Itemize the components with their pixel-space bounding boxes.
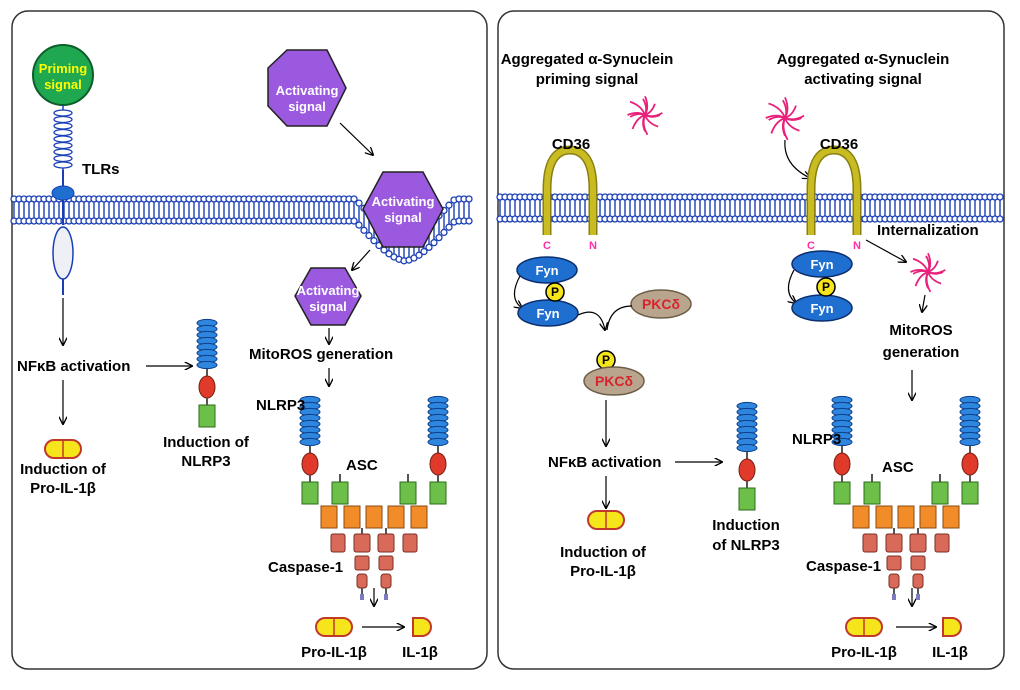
cd36-receptor-left <box>542 145 598 235</box>
arrow-internalized-activating <box>352 249 371 270</box>
left-cell-membrane <box>10 195 473 265</box>
pro-il1b-pill-right <box>845 617 883 637</box>
priming-title-2: priming signal <box>536 71 639 88</box>
cd36-receptor-right <box>806 145 862 235</box>
il1b-label-left: IL-1β <box>402 644 438 661</box>
mitoros-right-1: MitoROS <box>889 322 952 339</box>
caspase1-label-right: Caspase-1 <box>806 558 881 575</box>
alpha-synuclein-aggregate-internalized <box>910 252 946 293</box>
activating-top-label-1: Activating <box>276 83 339 98</box>
fyn-left-phosphorylated: Fyn P <box>517 282 579 327</box>
pro-il1b-pill-induced-left <box>44 439 82 459</box>
pro-il1b-label-right: Pro-IL-1β <box>831 644 897 661</box>
tlr-receptor <box>51 105 75 295</box>
induction-nlrp3-right-2: of NLRP3 <box>712 537 780 554</box>
activating-inside-label-1: Activating <box>297 283 360 298</box>
internalization-label: Internalization <box>877 222 979 239</box>
pro-il1b-pill-induced-right <box>587 510 625 530</box>
priming-signal-label-2: signal <box>44 77 82 92</box>
pkc-delta-phosphorylated: P PKCδ <box>583 350 645 396</box>
activating-signal-hexagon-top: Activating signal <box>267 49 347 127</box>
mitoros-label-left: MitoROS generation <box>249 346 393 363</box>
fyn-right-unphosphorylated: Fyn <box>791 250 853 278</box>
pro-il1b-pill-left <box>315 617 353 637</box>
induction-nlrp3-right-1: Induction <box>712 517 780 534</box>
arrow-internalization <box>865 239 906 262</box>
priming-signal: Priming signal <box>32 44 94 106</box>
nlrp3-label-right: NLRP3 <box>792 431 841 448</box>
phospho-label-2: P <box>602 353 610 367</box>
induction-proil1b-right-2: Pro-IL-1β <box>570 563 636 580</box>
inflammasome-left <box>299 395 449 600</box>
induction-proil1b-right-1: Induction of <box>560 544 647 561</box>
activating-inside-label-2: signal <box>309 299 347 314</box>
induction-proil1b-left-1: Induction of <box>20 461 107 478</box>
priming-signal-label-1: Priming <box>39 61 87 76</box>
caspase1-label-left: Caspase-1 <box>268 559 343 576</box>
arrow-fyn-phosphorylation-left <box>514 275 522 308</box>
il1b-label-right: IL-1β <box>932 644 968 661</box>
asc-label-left: ASC <box>346 457 378 474</box>
asc-label-right: ASC <box>882 459 914 476</box>
nlrp3-induced-right <box>736 401 758 511</box>
activating-membrane-label-2: signal <box>384 210 422 225</box>
cd36-label-right: CD36 <box>820 136 858 153</box>
c-terminus-left: C <box>543 240 551 252</box>
alpha-synuclein-aggregate-priming <box>627 95 663 136</box>
n-terminus-right: N <box>853 240 861 252</box>
fyn-label-4: Fyn <box>810 301 833 316</box>
cd36-label-left: CD36 <box>552 136 590 153</box>
alpha-synuclein-aggregate-activating <box>765 97 805 141</box>
activating-membrane-label-1: Activating <box>372 194 435 209</box>
pro-il1b-label-left: Pro-IL-1β <box>301 644 367 661</box>
tlrs-label: TLRs <box>82 161 120 178</box>
activating-title-2: activating signal <box>804 71 922 88</box>
arrow-fyn-phosphorylation-right <box>788 269 796 303</box>
right-cell-membrane <box>496 193 1004 223</box>
activating-signal-hexagon-inside: Activating signal <box>294 267 362 326</box>
mitoros-right-2: generation <box>883 344 960 361</box>
nfkb-label-right: NFκB activation <box>548 454 661 471</box>
pkc-delta-unphosphorylated: PKCδ <box>630 289 692 319</box>
induction-nlrp3-left-1: Induction of <box>163 434 250 451</box>
nfkb-label-left: NFκB activation <box>17 358 130 375</box>
activating-signal-hexagon-membrane: Activating signal <box>362 171 444 248</box>
pkc-label-2: PKCδ <box>595 373 633 389</box>
fyn-label-2: Fyn <box>536 306 559 321</box>
il1b-mature-right <box>942 617 962 637</box>
induction-proil1b-left-2: Pro-IL-1β <box>30 480 96 497</box>
nlrp3-label-left: NLRP3 <box>256 397 305 414</box>
fyn-label-3: Fyn <box>810 257 833 272</box>
il1b-mature-left <box>412 617 432 637</box>
activating-title-1: Aggregated α-Synuclein <box>777 51 950 68</box>
arrow-pkc-merge <box>606 305 633 331</box>
phospho-label-3: P <box>822 280 830 294</box>
arrow-activating-to-membrane <box>339 122 373 155</box>
n-terminus-left: N <box>589 240 597 252</box>
nlrp3-induced-left <box>196 318 218 428</box>
arrow-fyn-to-pkc <box>577 311 605 330</box>
c-terminus-right: C <box>807 240 815 252</box>
arrow-synuclein-to-mitoros <box>922 294 925 312</box>
induction-nlrp3-left-2: NLRP3 <box>181 453 230 470</box>
phospho-label-1: P <box>551 285 559 299</box>
fyn-label-1: Fyn <box>535 263 558 278</box>
activating-top-label-2: signal <box>288 99 326 114</box>
arrow-synuclein-to-cd36 <box>784 139 810 178</box>
inflammasome-right <box>831 395 981 600</box>
priming-title-1: Aggregated α-Synuclein <box>501 51 674 68</box>
pkc-label-1: PKCδ <box>642 296 680 312</box>
fyn-right-phosphorylated: Fyn P <box>791 277 853 322</box>
left-panel <box>11 10 488 670</box>
fyn-left-unphosphorylated: Fyn <box>516 256 578 284</box>
